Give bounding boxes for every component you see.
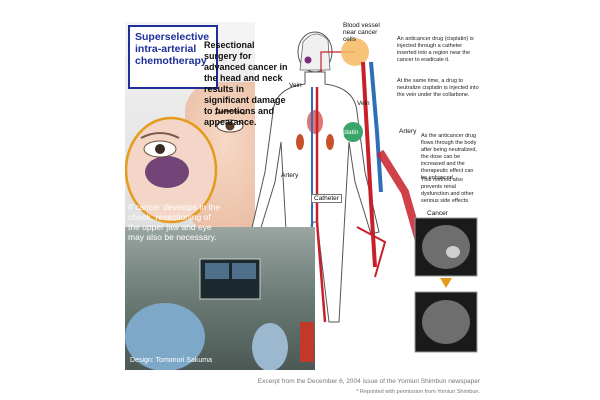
right-iris bbox=[225, 121, 235, 131]
title-line-2: intra-arterial bbox=[135, 43, 197, 55]
label-catheter: Catheter bbox=[311, 194, 342, 203]
right-brow bbox=[214, 110, 246, 115]
resection-text: Resectional surgery for advanced cancer … bbox=[204, 40, 288, 127]
label-artery-left: Artery bbox=[281, 172, 299, 179]
operating-room-photo bbox=[125, 227, 315, 370]
label-artery-right: Artery bbox=[399, 128, 417, 135]
design-credit: Design: Tomonori Sakuma bbox=[130, 357, 212, 364]
infographic: Superselective intra-arterial chemothera… bbox=[125, 22, 480, 370]
footer-permission: * Reprinted with permission from Yomiuri… bbox=[356, 389, 480, 395]
surgeon bbox=[125, 303, 205, 370]
label-vein-left: Vein bbox=[289, 82, 302, 89]
label-cancer: Cancer bbox=[427, 210, 448, 217]
left-brow bbox=[140, 132, 180, 139]
title-line-3: chemotherapy bbox=[135, 55, 207, 67]
note-2: At the same time, a drug to neutralize c… bbox=[397, 78, 479, 98]
tumor-spot bbox=[304, 56, 312, 64]
face-right-eye bbox=[214, 110, 246, 133]
cheek-text: If cancer develops in the cheek, resecti… bbox=[128, 202, 221, 242]
heart bbox=[307, 110, 323, 134]
lower-vessels bbox=[356, 226, 387, 278]
op-room-figure bbox=[125, 258, 314, 370]
note-3: As the anticancer drug flows through the… bbox=[421, 133, 477, 181]
red-equipment bbox=[300, 322, 314, 362]
down-arrow-icon bbox=[440, 278, 452, 288]
left-iris bbox=[155, 144, 165, 154]
title-line-1: Superselective bbox=[135, 31, 210, 43]
label-vein-right: Vein bbox=[357, 100, 370, 107]
ct-tumor bbox=[446, 246, 460, 258]
footer-excerpt: Excerpt from the December 6, 2004 issue … bbox=[257, 378, 480, 385]
monitor-1 bbox=[205, 263, 229, 279]
aorta bbox=[315, 87, 327, 323]
kidney-left bbox=[296, 134, 304, 150]
label-blood-vessel: Blood vessel near cancer cells bbox=[343, 22, 380, 43]
vein-vessel bbox=[369, 61, 383, 193]
note-4: This method also prevents renal dysfunct… bbox=[421, 177, 474, 204]
title-box: Superselective intra-arterial chemothera… bbox=[128, 25, 218, 89]
label-cisplatin: cisplatin bbox=[335, 129, 359, 136]
cisplatin-marker bbox=[343, 122, 363, 142]
eye-closeup bbox=[125, 116, 218, 224]
assistant bbox=[252, 323, 288, 370]
ct-scans bbox=[414, 217, 478, 353]
ct-skull-after bbox=[422, 300, 470, 344]
kidney-right bbox=[326, 134, 334, 150]
cancer-cells bbox=[341, 38, 369, 66]
ct-skull-before bbox=[422, 225, 470, 269]
monitor-2 bbox=[232, 263, 256, 279]
cheek-tumor bbox=[145, 156, 189, 188]
note-1: An anticancer drug (cisplatin) is inject… bbox=[397, 36, 474, 63]
